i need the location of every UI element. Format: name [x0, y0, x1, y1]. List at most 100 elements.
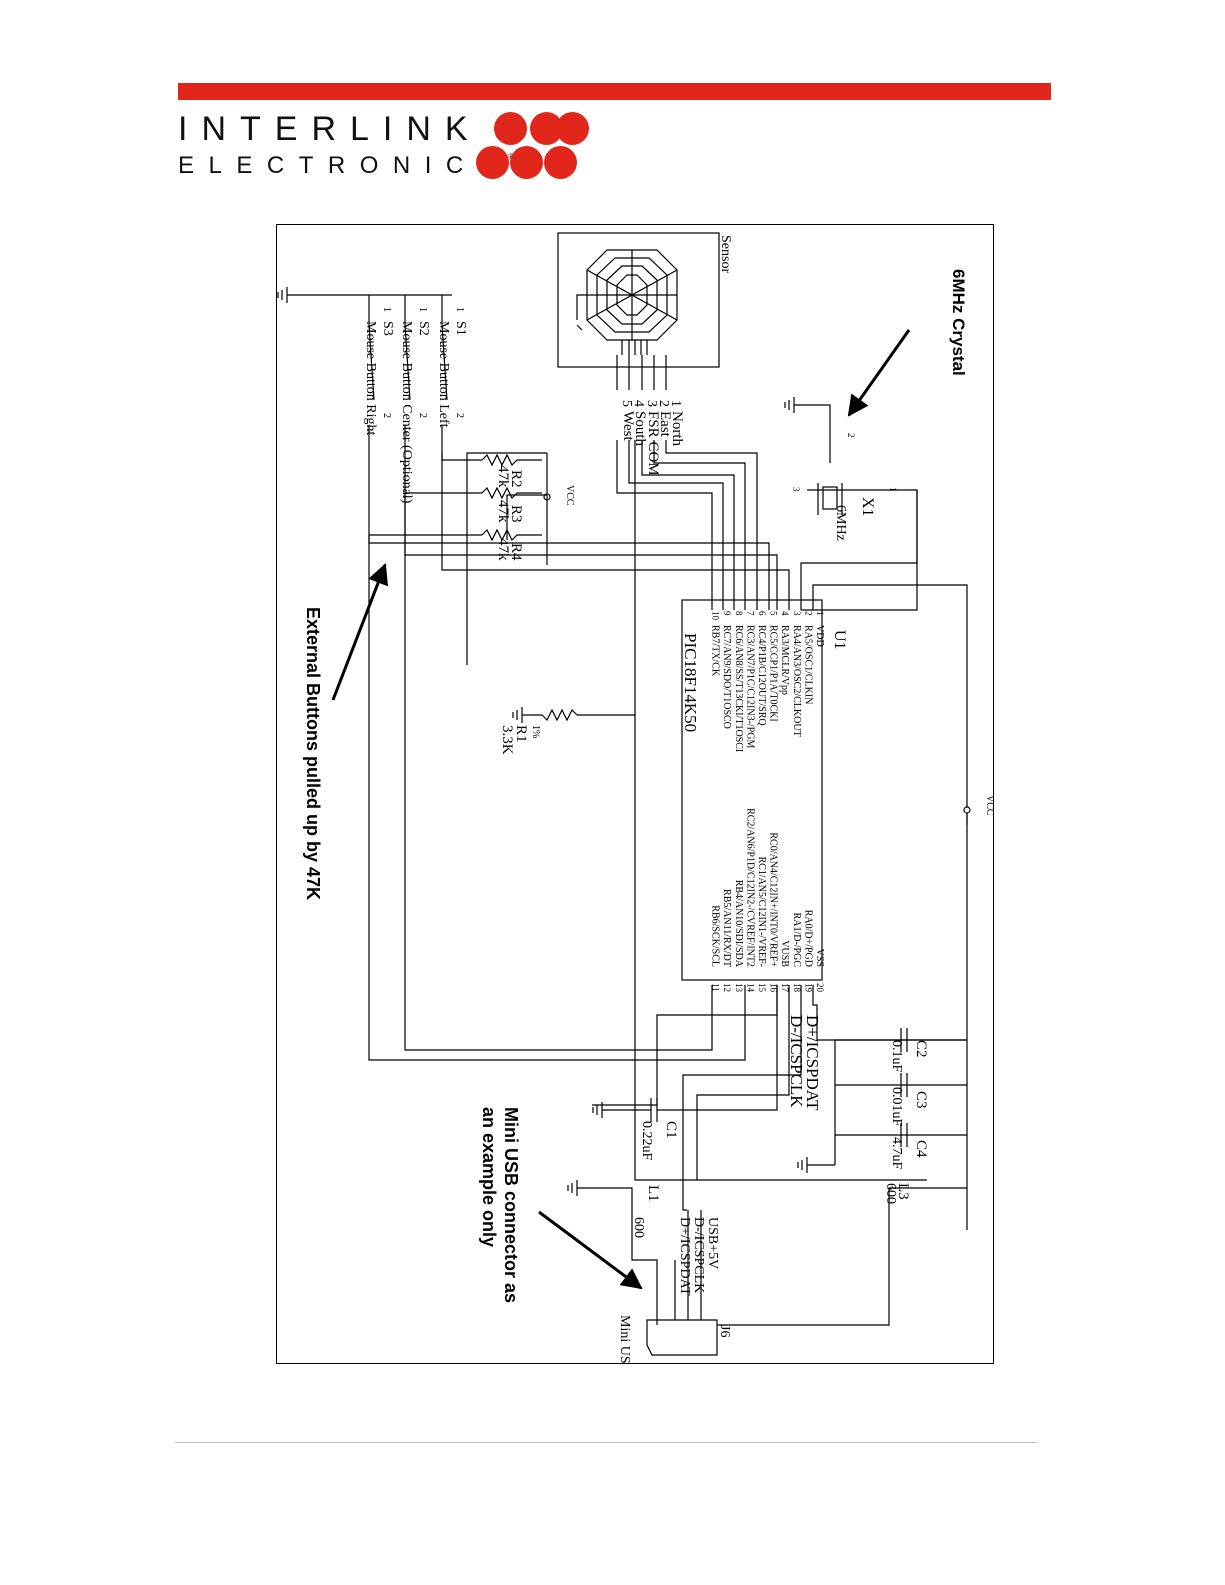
switch-pin: 1: [381, 307, 392, 312]
net-dminus: D-/ICSPCLK: [787, 1015, 806, 1108]
mcu-pin-name: RA4/AN3/OSC2/CLKOUT: [791, 625, 802, 737]
usb-ref: J6: [717, 1325, 732, 1337]
mcu-pin-name: RA5/OSC1/CLKIN: [802, 625, 813, 704]
switch-pin: 2: [454, 413, 465, 418]
logo-dot: [476, 146, 509, 179]
cap-value: 0.1uF: [889, 1040, 904, 1073]
net-dplus: D+/ICSPDAT: [803, 1015, 822, 1111]
crystal-pin: 3: [791, 487, 801, 492]
sensor-box: [557, 232, 720, 368]
switch-ref: S3: [380, 321, 395, 336]
switch-pin: 1: [454, 307, 465, 312]
net-dminus-usb: D-/ICSPCLK: [691, 1217, 706, 1293]
r1-ref: R1: [513, 725, 529, 743]
cap-value: 0.01uF: [889, 1087, 904, 1127]
sensor-pin-num: 3: [644, 400, 659, 407]
switch-pin: 2: [381, 413, 392, 418]
inductor-value: 600: [631, 1217, 646, 1238]
cap-value: 4.7uF: [889, 1137, 904, 1170]
inductor-ref: L1: [645, 1185, 661, 1202]
mcu-pin-name: RA1/D-/PGC: [791, 913, 802, 968]
sensor-pin-name: North: [669, 411, 685, 446]
pullup-ref: R3: [508, 505, 524, 523]
logo-dot: [556, 112, 589, 145]
crystal-ref: X1: [859, 497, 876, 517]
mcu-pin-name: RC5/CCP1/P1A/T0CKI: [768, 625, 779, 722]
pullup-ref: R2: [508, 470, 524, 488]
pullup-ref: R4: [508, 543, 524, 561]
mcu-pin-name: RA0/D+/PGD: [802, 910, 813, 967]
mcu-pin-name: RB5/AN11/RX/DT: [721, 889, 732, 967]
switch-pin: 1: [417, 307, 428, 312]
header-red-bar: [178, 83, 1051, 100]
mcu-pin-name: RB7/TX/CK: [710, 625, 721, 677]
mcu-pin-name: RC0/AN4/C12IN+/INT0/VREF+: [768, 832, 779, 967]
usb-arrow: [538, 1210, 643, 1290]
sensor-title: Sensor: [718, 235, 733, 273]
mcu-pin-name: VUSB: [779, 940, 790, 967]
mcu-pin-number: 12: [722, 983, 732, 992]
logo-word-electronics: ELECTRONICS®: [178, 152, 514, 180]
crystal-value: 6MHz: [833, 505, 848, 541]
cap-value: 0.22uF: [639, 1121, 654, 1161]
mcu-pin-number: 8: [734, 611, 744, 616]
schematic-drawing: Sensor 1 2 3 4 5 North East FSR COM Sout…: [277, 232, 994, 1364]
inductor-value: 600: [883, 1183, 898, 1204]
mcu-pin-number: 11: [711, 983, 721, 992]
mcu-pin-name: RC4/P1B/C12OUT/SRQ: [756, 625, 767, 726]
sensor-pin-num: 5: [619, 400, 634, 407]
switch-label: Mouse Button Right: [363, 321, 378, 435]
vcc-label: VCC: [984, 795, 994, 816]
sensor-pin-name: South: [632, 411, 648, 447]
logo-dot: [544, 146, 577, 179]
inductor-ref: L3: [895, 1183, 911, 1200]
net-dplus-usb: D+/ICSPDAT: [677, 1217, 692, 1296]
cap-ref: C3: [913, 1091, 929, 1109]
mcu-pin-name: RC2/AN6/P1D/C12IN2-/CVREF/INT2: [744, 808, 755, 967]
crystal-pin: 2: [846, 433, 856, 438]
sensor-pad-icon: [576, 249, 678, 355]
sensor-pin-num: 2: [656, 400, 671, 407]
mcu-pin-name: RC7/AN9/SDO/T1OSCO: [721, 625, 732, 729]
mcu-pin-number: 9: [722, 611, 732, 616]
sensor-pin-name: West: [620, 411, 636, 441]
interlink-logo: INTERLINK ELECTRONICS®: [170, 108, 610, 184]
mcu-pin-number: 5: [769, 611, 779, 616]
vcc-label: VCC: [564, 485, 575, 506]
switch-label: Mouse Button Center (Optional): [399, 321, 414, 504]
mcu-pin-number: 3: [792, 611, 802, 616]
mini-usb-connector: [646, 1319, 718, 1356]
mcu-pin-number: 2: [803, 611, 813, 616]
mcu-pin-name: RB6/SCK/SCL: [710, 905, 721, 967]
switch-label: Mouse Button Left: [436, 321, 451, 428]
mcu-part: PIC18F14K50: [681, 633, 700, 732]
usb-annotation-line1: Mini USB connector as: [501, 1107, 521, 1303]
sensor-pin-name: East: [657, 411, 673, 438]
mcu-pin-number: 16: [769, 983, 779, 993]
buttons-arrow: [331, 563, 389, 701]
mcu-pin-name: RB4/AN10/SDI/SDA: [733, 880, 744, 968]
switch-ref: S1: [453, 321, 468, 336]
sensor-pin-num: 1: [668, 400, 683, 407]
mcu-u1: [681, 599, 823, 981]
logo-electronics-text: ELECTRONICS: [178, 152, 509, 179]
mcu-pin-number: 17: [780, 983, 790, 993]
pullup-value: 47k: [495, 465, 511, 488]
mcu-pin-number: 15: [757, 983, 767, 993]
usb-annotation-line2: an example only: [479, 1107, 499, 1247]
switch-ref: S2: [416, 321, 431, 336]
usb-label: Mini USB: [617, 1315, 632, 1364]
buttons-annotation: External Buttons pulled up by 47K: [303, 607, 323, 900]
mcu-pin-number: 14: [745, 983, 755, 993]
mcu-pin-number: 13: [734, 983, 744, 993]
mcu-pin-number: 6: [757, 611, 767, 616]
logo-word-interlink: INTERLINK: [178, 110, 482, 148]
crystal-x1: [822, 486, 838, 510]
logo-dot: [494, 112, 527, 145]
mcu-pin-name: RC1/AN5/C12IN1-/VREF-: [756, 856, 767, 967]
logo-dot: [510, 146, 543, 179]
net-usb5v: USB+5V: [705, 1217, 720, 1269]
mcu-pin-number: 4: [780, 611, 790, 616]
mcu-pin-number: 19: [803, 983, 813, 993]
mcu-pin-number: 18: [792, 983, 802, 993]
